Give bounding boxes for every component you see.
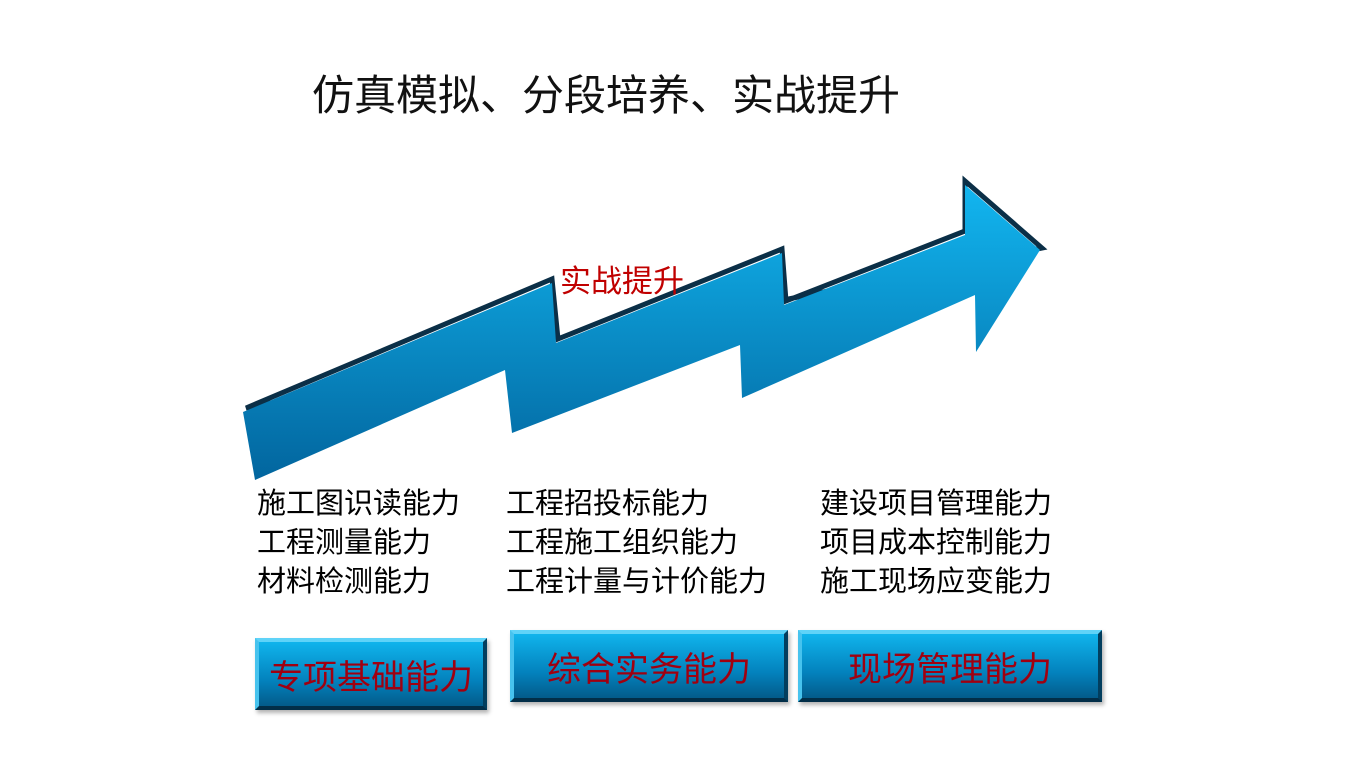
skill-item: 材料检测能力 bbox=[257, 564, 432, 598]
skill-item: 工程测量能力 bbox=[257, 525, 432, 559]
skill-item: 施工现场应变能力 bbox=[820, 564, 1053, 598]
skills-column-1: 施工图识读能力 工程测量能力 材料检测能力 bbox=[257, 484, 460, 601]
skill-item: 建设项目管理能力 bbox=[820, 486, 1053, 520]
skill-item: 工程计量与计价能力 bbox=[506, 564, 768, 598]
skill-item: 项目成本控制能力 bbox=[820, 525, 1053, 559]
skill-item: 施工图识读能力 bbox=[257, 486, 461, 520]
arrow-shadow bbox=[245, 175, 1048, 411]
category-box-site: 现场管理能力 bbox=[798, 630, 1102, 702]
skill-item: 工程招投标能力 bbox=[506, 486, 710, 520]
arrow-body bbox=[243, 185, 1040, 480]
skills-column-2: 工程招投标能力 工程施工组织能力 工程计量与计价能力 bbox=[506, 484, 767, 601]
skills-column-3: 建设项目管理能力 项目成本控制能力 施工现场应变能力 bbox=[820, 484, 1052, 601]
skill-item: 工程施工组织能力 bbox=[506, 525, 739, 559]
slide-title: 仿真模拟、分段培养、实战提升 bbox=[312, 71, 901, 120]
category-box-practice: 综合实务能力 bbox=[510, 630, 788, 702]
arrow-label: 实战提升 bbox=[560, 264, 684, 300]
category-box-basic: 专项基础能力 bbox=[255, 638, 487, 710]
